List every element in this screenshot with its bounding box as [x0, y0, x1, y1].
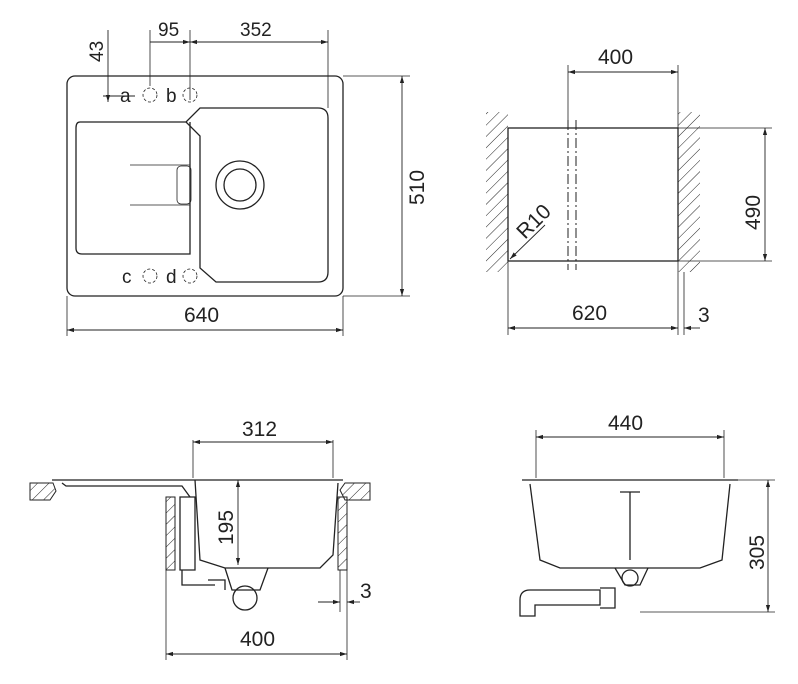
hole-label-d: d [166, 267, 177, 288]
drain-inner [223, 168, 257, 202]
dim-cutout-height: 490 [742, 195, 765, 230]
top-view: a b c d 43 95 352 510 640 [66, 20, 429, 336]
drainboard-outline [75, 121, 191, 255]
hole-label-a: a [120, 86, 131, 107]
dim-bowl-width-top: 352 [240, 20, 272, 41]
outlet-pipe [519, 587, 616, 617]
front-section-view: 440 305 [519, 412, 775, 617]
dim-height-total: 510 [406, 170, 429, 205]
dim-width-total: 640 [184, 304, 219, 327]
radius-label: R10 [512, 200, 556, 244]
drain-outer [215, 160, 265, 210]
dim-cutout-gap: 3 [698, 304, 710, 327]
dim-front-width: 440 [608, 412, 643, 435]
trap [232, 585, 258, 611]
bowl-outline [80, 107, 329, 283]
dim-side-bowl-width: 312 [242, 418, 277, 441]
overflow [176, 165, 192, 205]
dim-front-height: 305 [746, 535, 769, 570]
dim-cutout-bowl-width: 400 [598, 46, 633, 69]
dim-cutout-width: 620 [572, 302, 607, 325]
dim-side-gap: 3 [360, 580, 372, 603]
sink-outline [66, 75, 344, 297]
dim-side-depth: 195 [215, 510, 238, 545]
hole-label-c: c [122, 267, 132, 288]
front-sink-profile [522, 479, 738, 569]
dim-cabinet-width: 400 [240, 628, 275, 651]
hole-label-b: b [166, 86, 177, 107]
sink-profile [52, 479, 343, 569]
dim-hole-spacing: 95 [158, 20, 179, 41]
cutout-outline [507, 127, 679, 262]
dim-offset-top: 43 [87, 41, 108, 62]
cutout-view: 400 490 R10 620 3 [486, 46, 772, 335]
side-section-view: 312 195 3 400 [29, 418, 372, 660]
